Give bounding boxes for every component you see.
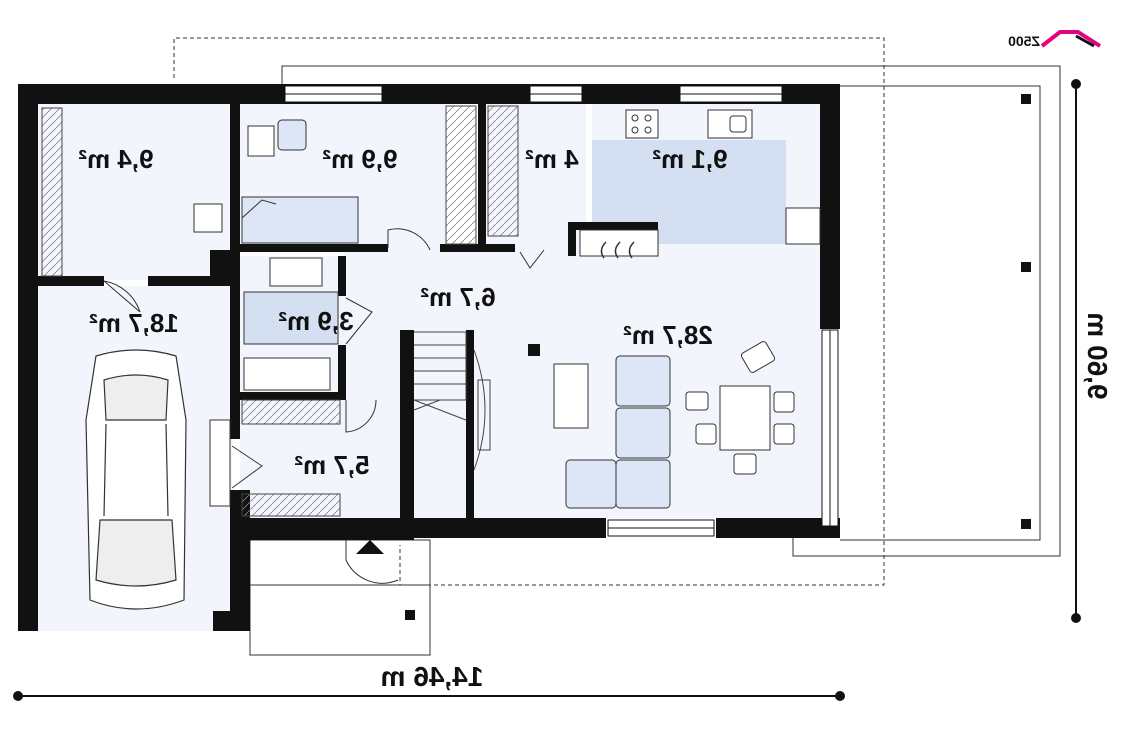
wardrobes <box>41 105 519 517</box>
terrace-post <box>1021 94 1031 104</box>
column <box>528 344 540 356</box>
living-furniture <box>553 341 795 509</box>
front-door-leaf <box>209 419 231 507</box>
stairs <box>413 331 491 471</box>
car-icon <box>85 349 187 610</box>
room-labels: 9,4 m² 9,9 m² 4 m² 9,1 m² 18,7 m² 3,9 m²… <box>78 144 727 480</box>
bedroom-furniture <box>241 119 359 244</box>
fireplace <box>600 241 635 259</box>
nw-fixture <box>193 203 223 233</box>
bathroom-fixtures <box>243 257 339 391</box>
logo-text: Z500 <box>1008 33 1040 49</box>
depth-dimension: 9,60 m <box>1071 79 1113 623</box>
room-area-label: 28,7 m² <box>623 320 713 350</box>
boiler <box>212 252 228 276</box>
room-area-label: 3,9 m² <box>278 306 353 336</box>
room-area-label: 6,7 m² <box>420 282 495 312</box>
room-area-label: 9,4 m² <box>78 144 153 174</box>
room-area-label: 9,1 m² <box>652 144 727 174</box>
logo: Z500 <box>1008 30 1102 49</box>
walls <box>18 84 840 631</box>
room-area-label: 9,9 m² <box>322 144 397 174</box>
width-dimension: 14,46 m <box>13 661 845 701</box>
entrance-steps <box>249 539 431 656</box>
room-area-label: 18,7 m² <box>89 308 179 338</box>
depth-dimension-label: 9,60 m <box>1082 312 1113 399</box>
window-lines <box>285 93 831 529</box>
room-area-label: 4 m² <box>525 144 579 174</box>
terrace-post <box>1021 262 1031 272</box>
entrance-arrow-icon <box>356 540 384 554</box>
kitchen-appliances <box>579 109 821 257</box>
entrance-post <box>405 610 415 620</box>
terrace <box>281 65 1061 557</box>
width-dimension-label: 14,46 m <box>381 661 484 692</box>
terrace-post <box>1021 519 1031 529</box>
doors <box>103 228 545 584</box>
room-area-label: 5,7 m² <box>294 450 369 480</box>
